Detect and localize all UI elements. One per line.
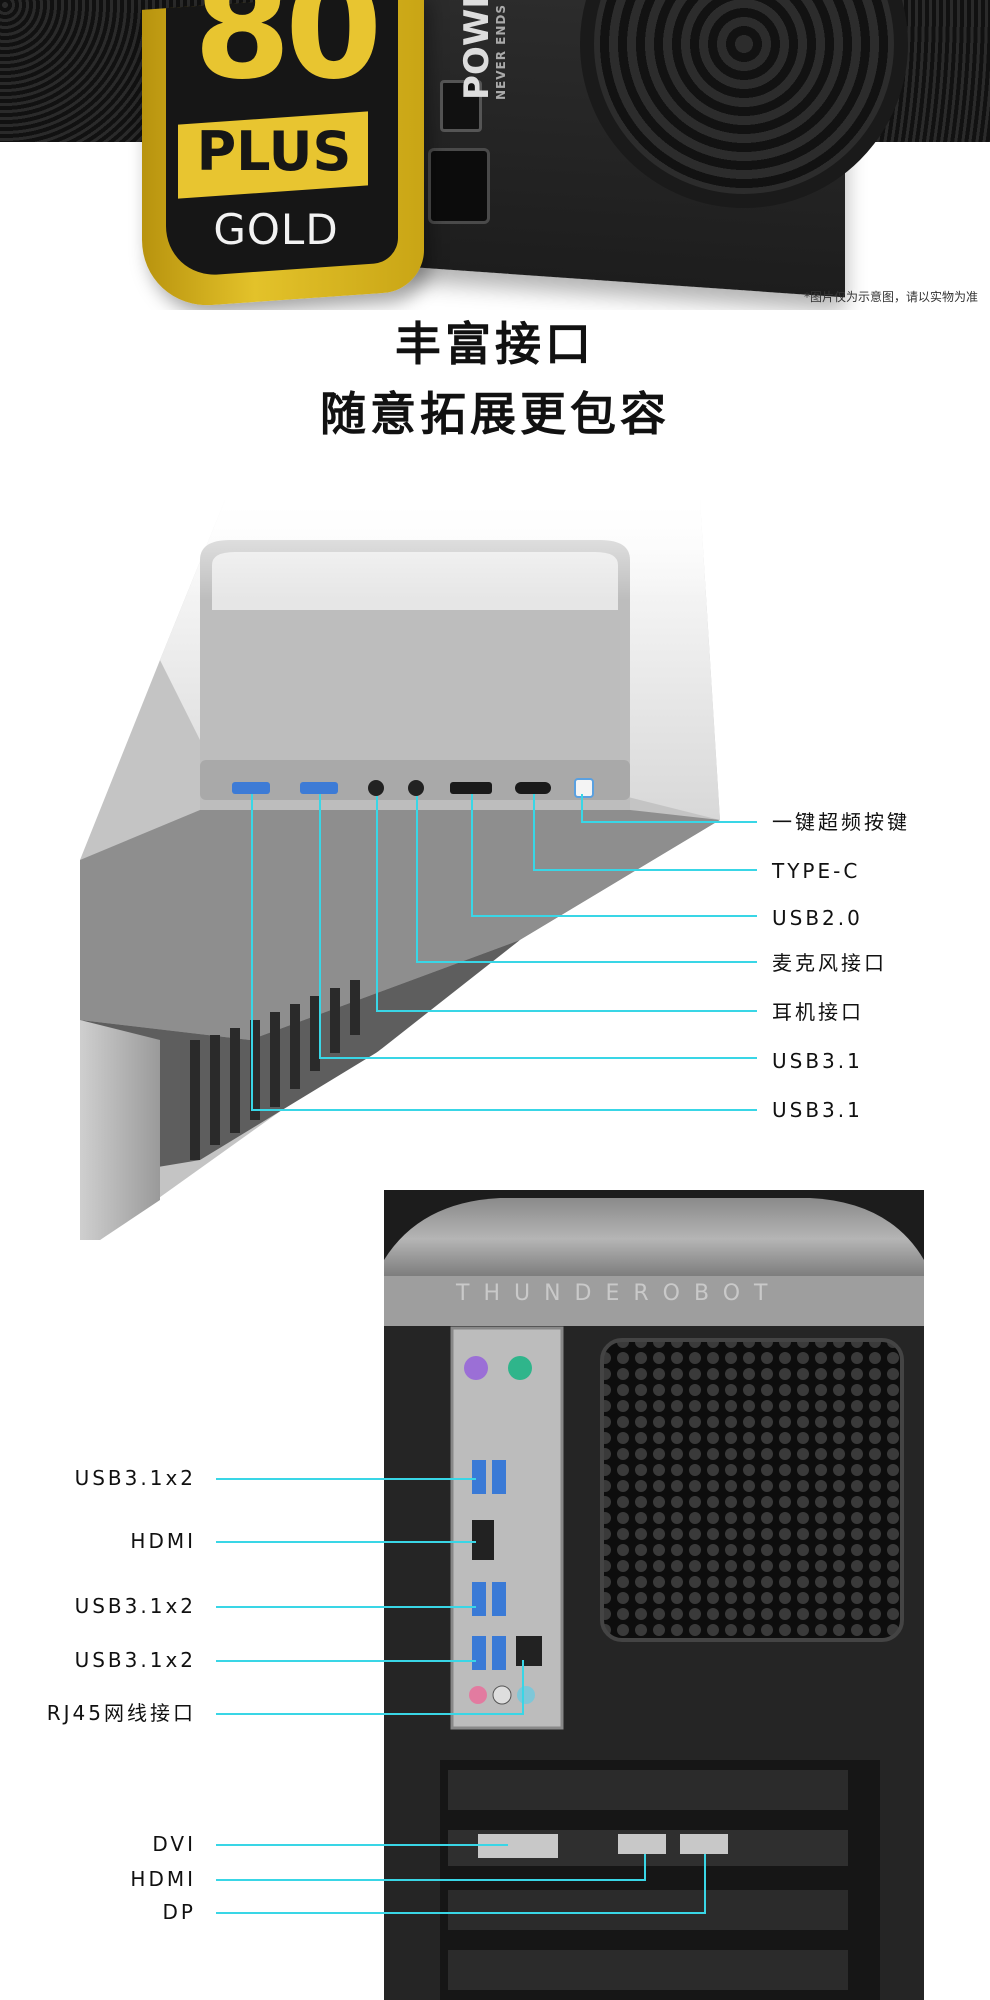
callout-line bbox=[522, 1660, 524, 1715]
label-usb31: USB3.1 bbox=[772, 1098, 863, 1122]
callout-line bbox=[416, 961, 757, 963]
callout-line bbox=[376, 796, 378, 1011]
label-type-c: TYPE-C bbox=[772, 859, 861, 883]
label-rear-usb31x2: USB3.1x2 bbox=[74, 1594, 196, 1618]
overclock-button-icon bbox=[574, 778, 594, 798]
callout-line bbox=[704, 1854, 706, 1914]
callout-line bbox=[319, 794, 321, 1058]
label-gpu-dvi: DVI bbox=[152, 1832, 196, 1856]
type-c-port-icon bbox=[515, 782, 551, 794]
label-gpu-hdmi: HDMI bbox=[130, 1867, 196, 1891]
label-headphone-jack: 耳机接口 bbox=[772, 1000, 864, 1024]
psu-brand-word: POWER bbox=[457, 0, 497, 100]
callout-line bbox=[533, 869, 757, 871]
badge-gold: GOLD bbox=[213, 205, 339, 254]
headline-line1: 丰富接口 bbox=[395, 317, 595, 371]
badge-plus: PLUS bbox=[196, 120, 352, 183]
headphone-jack-icon bbox=[368, 780, 384, 796]
callout-line bbox=[251, 1109, 757, 1111]
power-socket-icon bbox=[428, 148, 490, 224]
callout-line bbox=[216, 1879, 646, 1881]
power-switch-icon bbox=[440, 80, 482, 132]
mic-jack-icon bbox=[408, 780, 424, 796]
callout-line bbox=[216, 1912, 706, 1914]
callout-line bbox=[216, 1713, 522, 1715]
usb31-port-icon bbox=[232, 782, 270, 794]
callout-line bbox=[376, 1010, 757, 1012]
callout-line bbox=[216, 1478, 476, 1480]
label-usb20: USB2.0 bbox=[772, 906, 863, 930]
label-rear-usb31x2: USB3.1x2 bbox=[74, 1466, 196, 1490]
disclaimer-text: *图片仅为示意图，请以实物为准 bbox=[803, 290, 978, 304]
psu-brand-sub: NEVER ENDS bbox=[494, 4, 508, 100]
rear-panel-illustration bbox=[384, 1190, 924, 2000]
case-brand-text: THUNDEROBOT bbox=[456, 1281, 782, 1306]
label-rear-usb31x2: USB3.1x2 bbox=[74, 1648, 196, 1672]
callout-line bbox=[216, 1541, 476, 1543]
label-rear-hdmi: HDMI bbox=[130, 1529, 196, 1553]
badge-number: 80 bbox=[193, 0, 383, 111]
label-gpu-dp: DP bbox=[162, 1900, 196, 1924]
callout-line bbox=[319, 1057, 757, 1059]
callout-line bbox=[581, 821, 757, 823]
psu-banner: POWER NEVER ENDS 80 PLUS GOLD bbox=[0, 0, 990, 310]
callout-line bbox=[644, 1854, 646, 1881]
callout-line bbox=[471, 915, 757, 917]
usb20-port-icon bbox=[450, 782, 492, 794]
label-rear-rj45: RJ45网线接口 bbox=[46, 1701, 196, 1725]
label-overclock-button: 一键超频按键 bbox=[772, 810, 910, 834]
callout-line bbox=[216, 1844, 508, 1846]
psu-brand-text: POWER NEVER ENDS bbox=[457, 0, 580, 100]
callout-line bbox=[216, 1606, 476, 1608]
headline-line2: 随意拓展更包容 bbox=[320, 387, 670, 441]
callout-line bbox=[416, 796, 418, 962]
callout-line bbox=[581, 794, 583, 822]
usb31-port-icon bbox=[300, 782, 338, 794]
label-mic-jack: 麦克风接口 bbox=[772, 951, 887, 975]
label-usb31: USB3.1 bbox=[772, 1049, 863, 1073]
callout-line bbox=[216, 1660, 476, 1662]
callout-line bbox=[533, 794, 535, 870]
callout-line bbox=[251, 794, 253, 1110]
callout-line bbox=[471, 794, 473, 916]
